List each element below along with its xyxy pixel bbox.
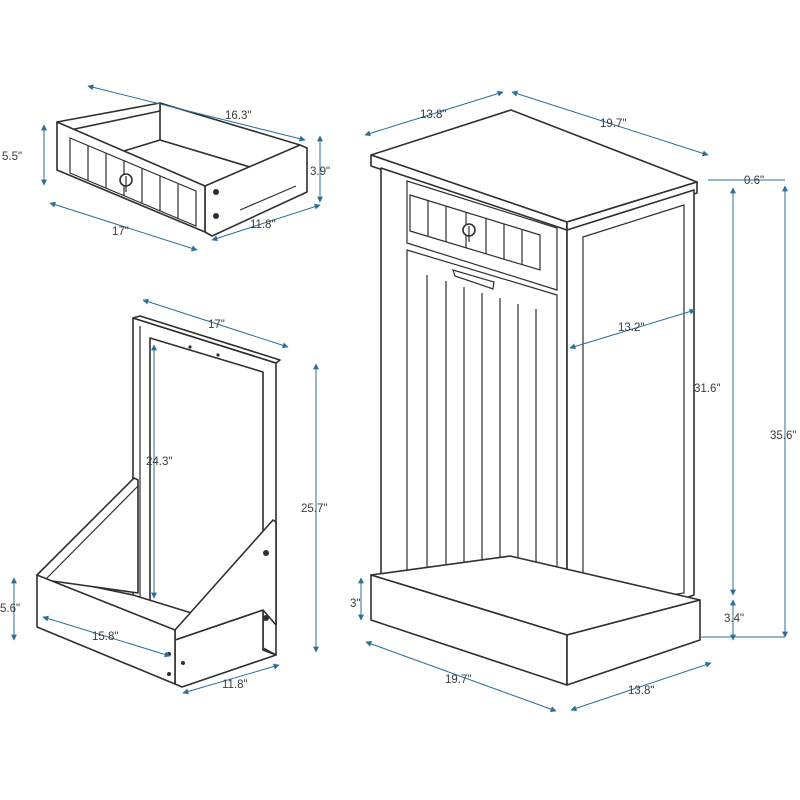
bin-inner-width-label: 15.8" bbox=[92, 631, 118, 643]
cabinet-base-depth-label: 13.8" bbox=[628, 685, 654, 697]
cabinet-toe-height-label: 3" bbox=[350, 598, 360, 610]
drawer-depth-label: 11.8" bbox=[250, 219, 276, 231]
cabinet-base-width-label: 19.7" bbox=[445, 674, 471, 686]
cabinet-door-height-label: 31.6" bbox=[694, 383, 720, 395]
cabinet-top-thickness-label: 0.6" bbox=[744, 175, 764, 187]
cabinet-illustration bbox=[370, 109, 701, 686]
drawer-front-height-label: 3.9" bbox=[310, 166, 330, 178]
drawer-width-label: 16.3" bbox=[225, 110, 251, 122]
bin-width-label: 17" bbox=[208, 319, 225, 331]
cabinet-top-width-label: 19.7" bbox=[600, 118, 626, 130]
bin-front-height-label: 5.6" bbox=[0, 603, 20, 615]
bin-height-label: 25.7" bbox=[301, 503, 327, 515]
drawer-height-label: 5.5" bbox=[2, 151, 22, 163]
cabinet-top-depth-label: 13.8" bbox=[420, 109, 446, 121]
cabinet-inner-depth-label: 13.2" bbox=[618, 322, 644, 334]
drawer-illustration bbox=[56, 102, 308, 237]
cabinet-base-height-label: 3.4" bbox=[724, 613, 744, 625]
cabinet-total-height-label: 35.6" bbox=[770, 430, 796, 442]
drawer-front-width-label: 17" bbox=[112, 226, 129, 238]
bin-illustration bbox=[36, 315, 281, 688]
bin-depth-label: 11.8" bbox=[222, 679, 248, 691]
bin-inner-height-label: 24.3" bbox=[146, 456, 172, 468]
